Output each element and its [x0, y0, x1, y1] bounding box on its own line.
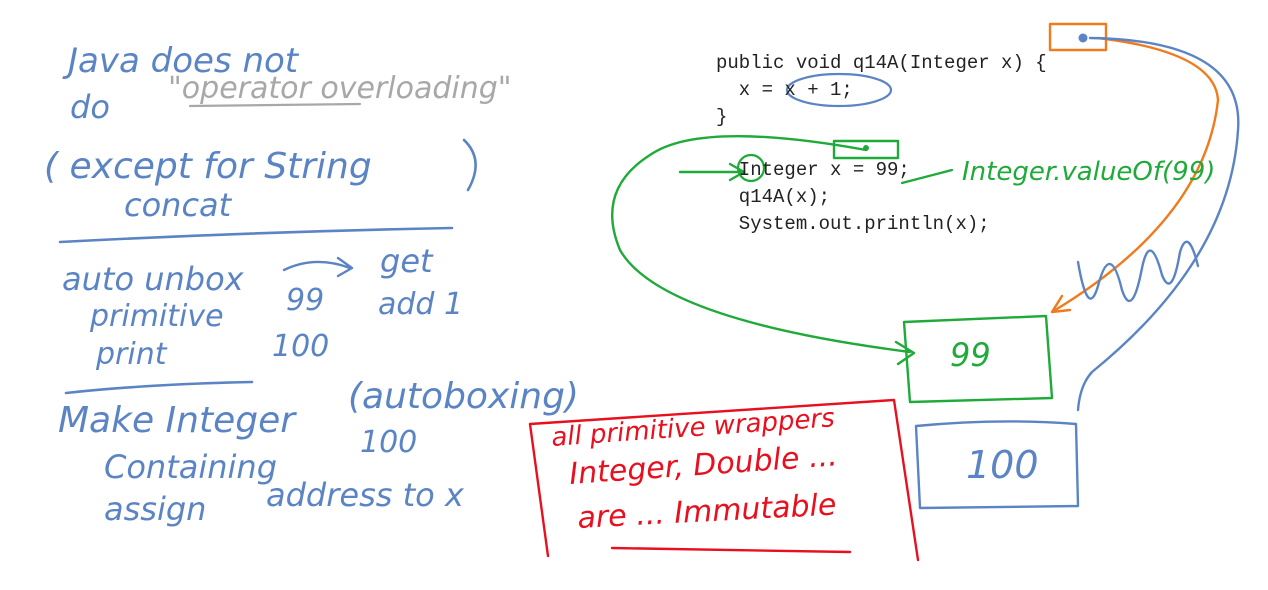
strike-99 — [900, 168, 954, 185]
box-99-outline — [902, 314, 1054, 404]
note-do: do — [70, 88, 110, 126]
note-address-to-x: address to x — [266, 476, 465, 514]
param-x-dot — [1078, 33, 1088, 43]
code-line-1: public void q14A(Integer x) { — [716, 52, 1047, 74]
note-print: print — [95, 337, 168, 372]
code-line-4 — [716, 130, 1047, 157]
note-99: 99 — [286, 283, 324, 318]
code-line-2: x = x + 1; — [716, 78, 853, 101]
note-make-integer: Make Integer — [58, 400, 297, 441]
note-primitive: primitive — [89, 299, 224, 334]
red-note-frame — [528, 398, 920, 562]
note-concat: concat — [124, 186, 233, 224]
operator-underline — [188, 102, 362, 108]
red-note-line-3: are ... Immutable — [577, 487, 838, 536]
unbox-arrow — [282, 256, 354, 278]
code-line-7: System.out.println(x); — [716, 212, 990, 235]
x-plus-1-circle — [785, 72, 893, 108]
note-100: 100 — [272, 329, 329, 364]
blue-reference-line — [1076, 36, 1240, 412]
green-reference-curve — [611, 134, 916, 366]
green-entry-arrow — [678, 162, 746, 182]
code-line-6: q14A(x); — [716, 185, 831, 208]
divider-line-1 — [58, 226, 454, 244]
note-containing-100: 100 — [360, 425, 417, 460]
note-add-1: add 1 — [378, 287, 463, 322]
box-100-value: 100 — [966, 443, 1039, 487]
string-paren — [462, 138, 477, 192]
box-99-value: 99 — [950, 336, 991, 374]
note-operator-overloading: "operator overloading" — [168, 71, 512, 106]
note-except-for-string: ( except for String — [44, 146, 372, 187]
box-100-outline — [914, 420, 1080, 510]
red-underline — [610, 546, 852, 554]
note-auto-unbox: auto unbox — [62, 260, 245, 298]
integer-circle — [736, 153, 766, 183]
code-line-3: } — [716, 105, 728, 128]
orange-reference-arrow — [1050, 36, 1220, 314]
param-x-box — [1048, 22, 1108, 52]
java-code-snippet: public void q14A(Integer x) { x = x + 1;… — [716, 50, 1047, 238]
note-get: get — [380, 242, 434, 280]
main-x-box — [832, 139, 900, 160]
note-assign: assign — [104, 490, 206, 528]
note-integer-valueof: Integer.valueOf(99) — [962, 157, 1215, 187]
note-autoboxing: (autoboxing) — [348, 376, 579, 417]
divider-line-2 — [64, 380, 254, 395]
note-java-does-not: Java does not — [62, 41, 300, 81]
blue-scribble — [1076, 240, 1200, 303]
note-containing: Containing — [104, 448, 277, 486]
code-line-5: Integer x = 99; — [716, 159, 910, 182]
